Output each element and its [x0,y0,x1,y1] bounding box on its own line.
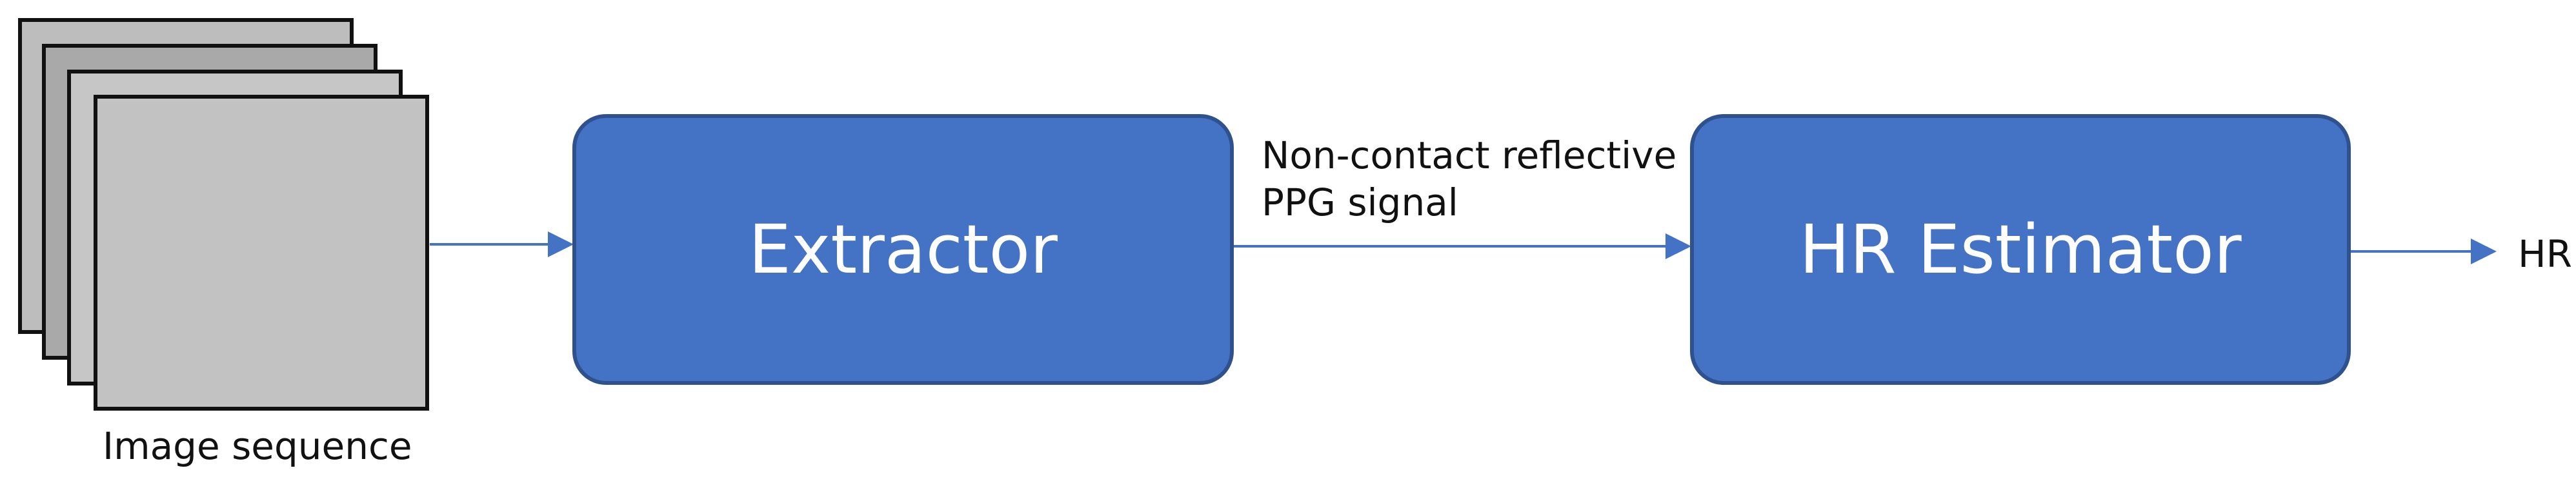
extractor-block: Extractor [572,114,1234,385]
signal-label-line-2: PPG signal [1262,180,1458,224]
image-frame [94,95,429,411]
extractor-label: Extractor [749,210,1058,289]
output-label: HR [2518,232,2572,276]
signal-label-line-1: Non-contact reflective [1262,133,1677,177]
hr-estimator-block: HR Estimator [1690,114,2351,385]
signal-label: Non-contact reflective PPG signal [1262,132,1676,226]
hr-estimator-label: HR Estimator [1799,210,2242,289]
input-label: Image sequence [103,424,412,468]
image-sequence-stack [0,0,452,488]
